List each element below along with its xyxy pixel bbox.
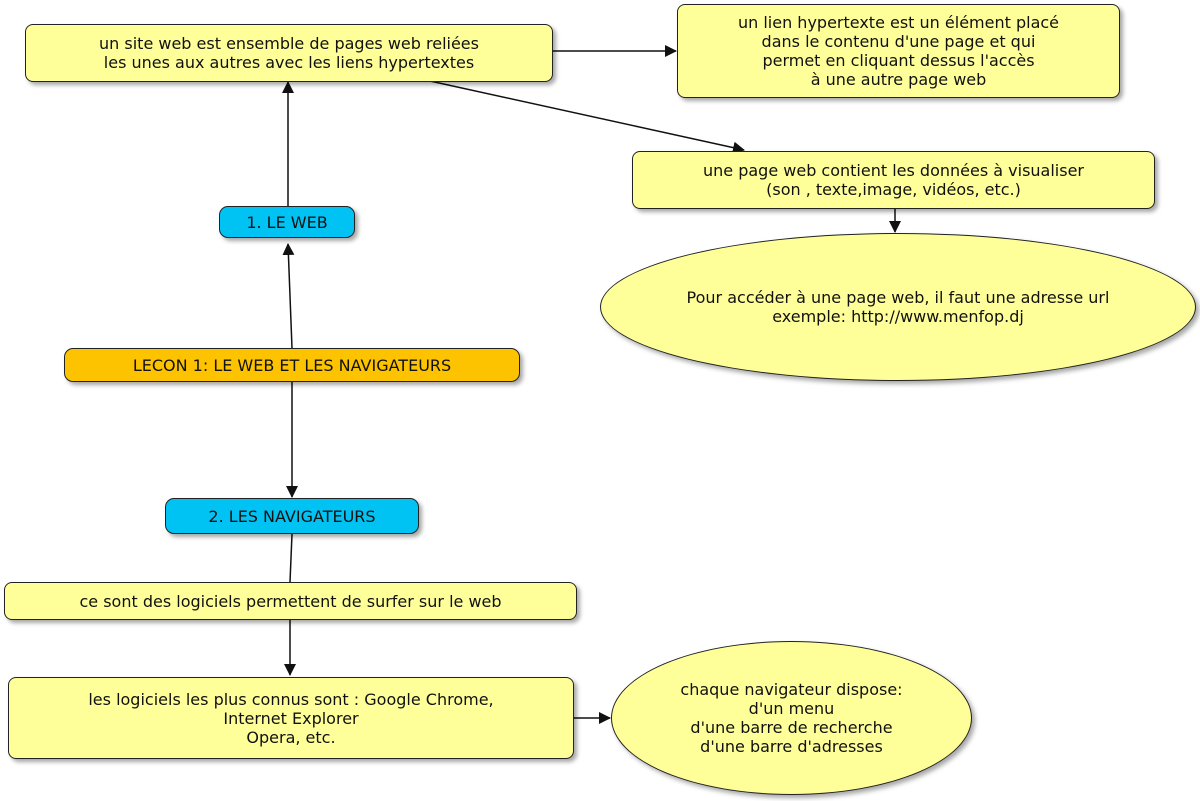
node-lien-hypertexte: un lien hypertexte est un élément placé … [677, 4, 1120, 98]
node-page-web: une page web contient les données à visu… [632, 151, 1155, 209]
node-navigateurs: 2. LES NAVIGATEURS [165, 498, 419, 534]
node-logiciels-surfer: ce sont des logiciels permettent de surf… [4, 582, 577, 620]
node-logiciels-connus: les logiciels les plus connus sont : Goo… [8, 677, 574, 759]
node-lecon-root: LECON 1: LE WEB ET LES NAVIGATEURS [64, 348, 520, 382]
node-navigateur-dispose: chaque navigateur dispose: d'un menu d'u… [611, 641, 972, 795]
node-adresse-url: Pour accéder à une page web, il faut une… [600, 233, 1196, 381]
node-site-web: un site web est ensemble de pages web re… [25, 24, 553, 82]
edge-navigateurs-to-logiciels-surfer [289, 533, 293, 583]
edge-site-web-to-page-web [429, 80, 745, 154]
node-le-web: 1. LE WEB [219, 206, 355, 238]
edge-lecon-to-le-web [282, 243, 295, 349]
